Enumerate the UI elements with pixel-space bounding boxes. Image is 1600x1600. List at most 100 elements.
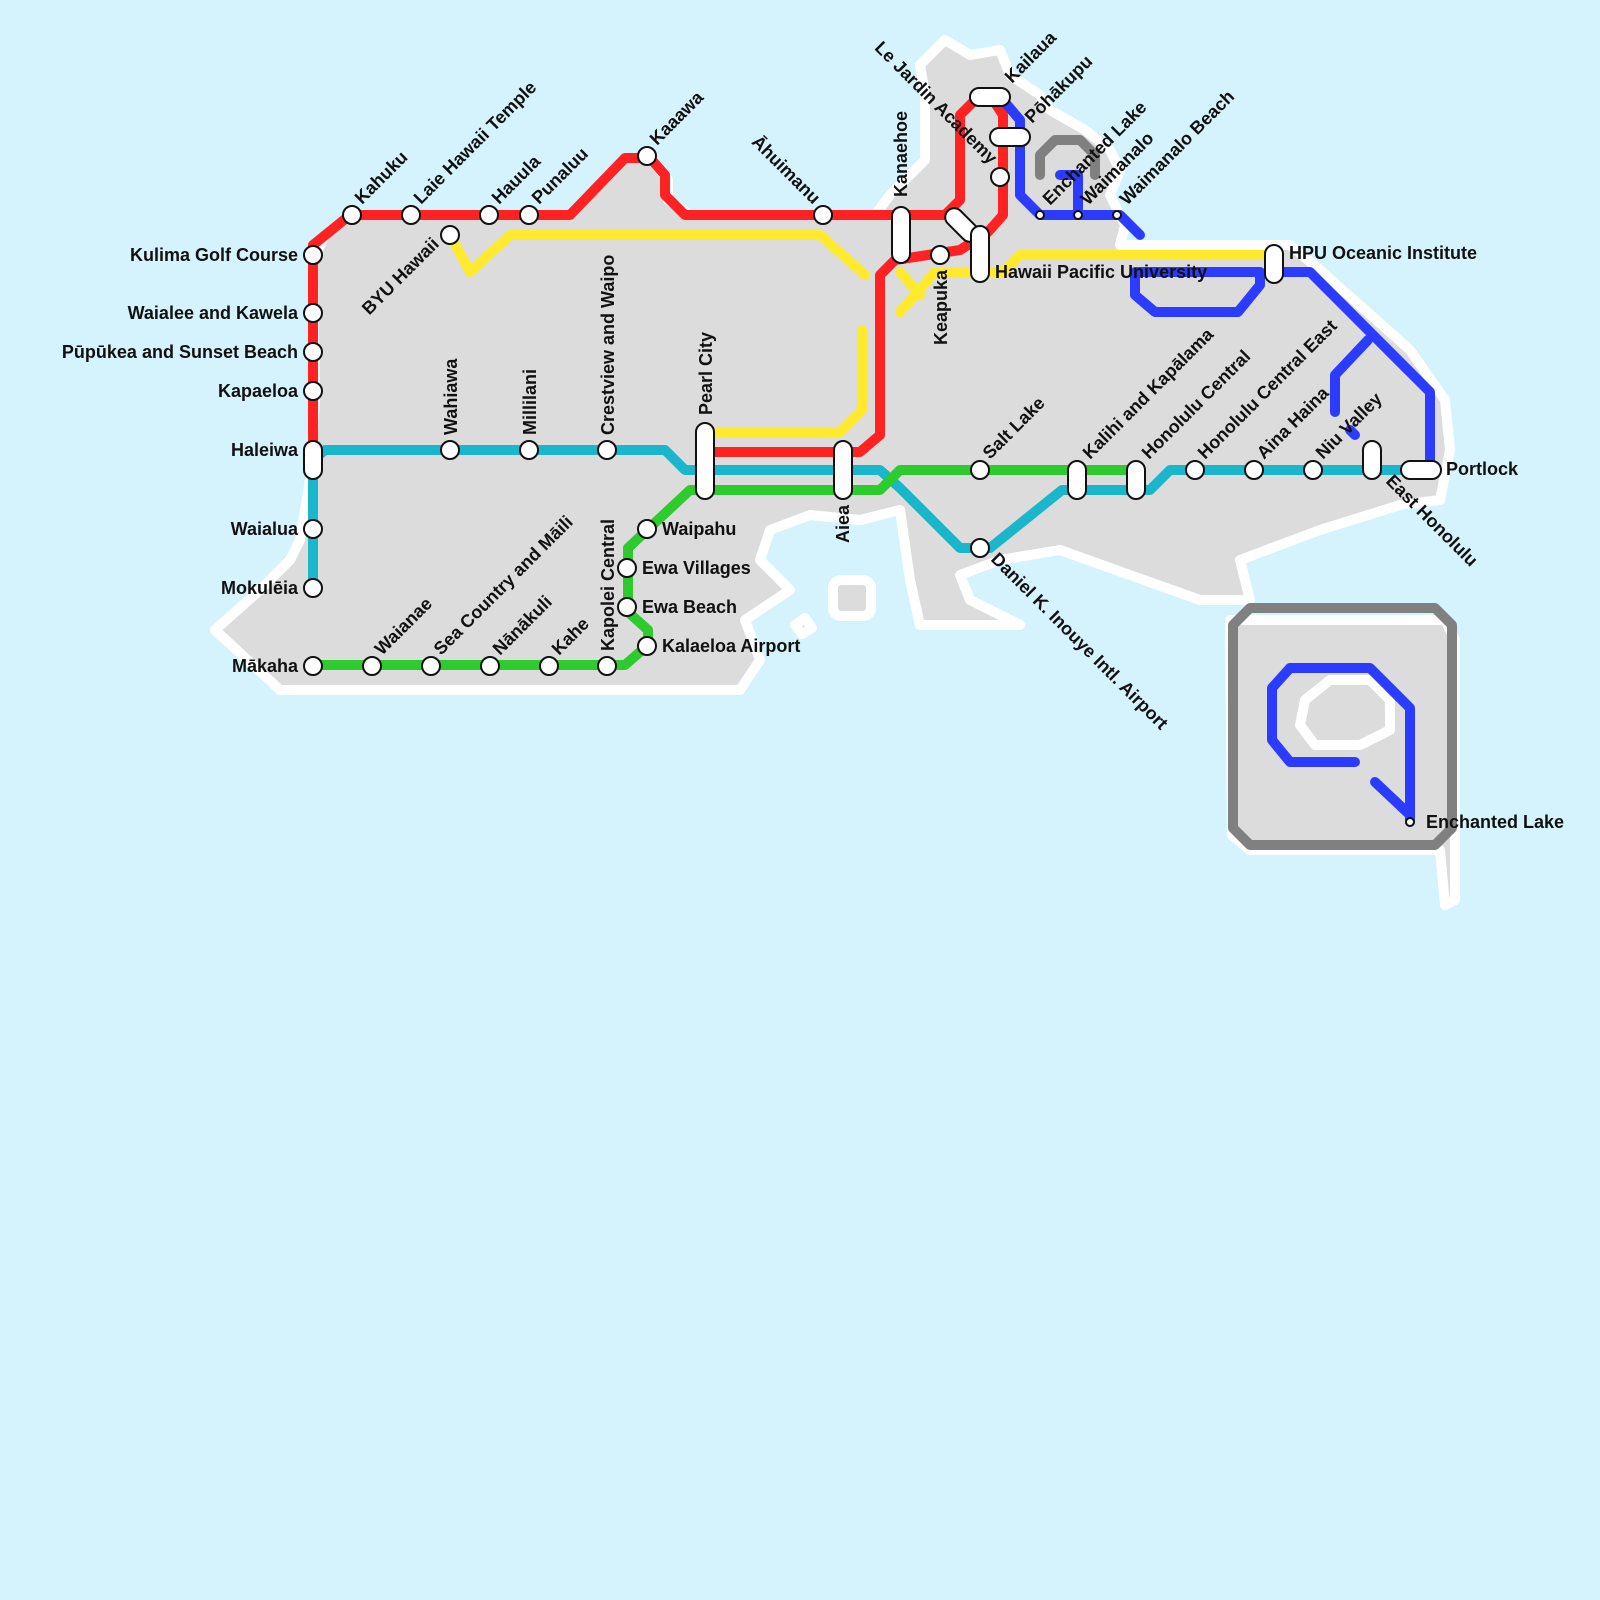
station-markers bbox=[303, 87, 1442, 827]
station-kalaeloa[interactable] bbox=[637, 636, 657, 656]
gray-lines bbox=[1035, 135, 1457, 850]
label-kahuku: Kahuku bbox=[351, 147, 412, 208]
station-honolulu-central[interactable] bbox=[1126, 460, 1146, 500]
station-pearl-city[interactable] bbox=[695, 422, 715, 500]
blue-lines bbox=[998, 95, 1435, 827]
blue-line-dot bbox=[1345, 425, 1360, 440]
label-enchanted-lake-inset: Enchanted Lake bbox=[1426, 812, 1564, 832]
blue-line bbox=[998, 95, 1145, 240]
island-small bbox=[828, 575, 876, 621]
label-keapuka: Keapuka bbox=[931, 269, 951, 345]
label-waialee: Waialee and Kawela bbox=[128, 303, 299, 323]
station-enchanted-lake[interactable] bbox=[1035, 210, 1045, 220]
blue-line-stub bbox=[1055, 170, 1083, 220]
station-hpu-oceanic[interactable] bbox=[1264, 244, 1284, 284]
label-makaha: Mākaha bbox=[232, 656, 299, 676]
label-kalaeloa: Kalaeloa Airport bbox=[662, 636, 800, 656]
station-airport[interactable] bbox=[970, 538, 990, 558]
station-waimanalo-beach[interactable] bbox=[1112, 210, 1122, 220]
gray-inset-frame bbox=[1228, 603, 1457, 850]
station-mokuleia[interactable] bbox=[303, 578, 323, 598]
station-ewa-beach[interactable] bbox=[617, 597, 637, 617]
yellow-line-spur bbox=[895, 267, 925, 300]
station-kulima[interactable] bbox=[303, 245, 323, 265]
station-waimanalo[interactable] bbox=[1073, 210, 1083, 220]
station-punaluu[interactable] bbox=[519, 205, 539, 225]
label-hawaii-pacific: Hawaii Pacific University bbox=[995, 262, 1207, 282]
station-hawaii-pacific[interactable] bbox=[970, 225, 990, 283]
station-kalihi[interactable] bbox=[1067, 460, 1087, 500]
label-kanaehoe: Kanaehoe bbox=[891, 111, 911, 197]
station-aiea[interactable] bbox=[833, 440, 853, 500]
land-layer bbox=[210, 35, 1460, 910]
label-kapolei: Kapolei Central bbox=[598, 519, 618, 651]
station-honolulu-central-east[interactable] bbox=[1185, 460, 1205, 480]
station-nanakuli[interactable] bbox=[480, 656, 500, 676]
label-hpu-oceanic: HPU Oceanic Institute bbox=[1289, 243, 1477, 263]
label-kapaeloa: Kapaeloa bbox=[218, 381, 299, 401]
station-waialee[interactable] bbox=[303, 303, 323, 323]
station-wahiawa[interactable] bbox=[440, 440, 460, 460]
blue-inset-line bbox=[1267, 663, 1415, 827]
station-pupukea[interactable] bbox=[303, 342, 323, 362]
yellow-lines bbox=[445, 230, 1280, 437]
station-kailaua[interactable] bbox=[969, 87, 1011, 107]
station-pohakupu[interactable] bbox=[989, 127, 1031, 147]
station-enchanted-lake-inset[interactable] bbox=[1405, 817, 1415, 827]
label-wahiawa: Wahiawa bbox=[441, 358, 461, 435]
station-byu-hawaii[interactable] bbox=[440, 225, 460, 245]
blue-line-loop bbox=[1270, 267, 1435, 475]
station-ahuimanu[interactable] bbox=[813, 205, 833, 225]
station-haleiwa[interactable] bbox=[303, 440, 323, 480]
station-salt-lake[interactable] bbox=[970, 460, 990, 480]
station-crestview[interactable] bbox=[597, 440, 617, 460]
station-kanaehoe[interactable] bbox=[891, 206, 911, 264]
label-waipahu: Waipahu bbox=[662, 519, 736, 539]
label-ewa-beach: Ewa Beach bbox=[642, 597, 737, 617]
yellow-line-east bbox=[895, 250, 1280, 317]
gray-loop bbox=[1035, 135, 1100, 180]
station-aina-haina[interactable] bbox=[1244, 460, 1264, 480]
station-kahuku[interactable] bbox=[342, 205, 362, 225]
station-ewa-villages[interactable] bbox=[617, 558, 637, 578]
station-pohakupu-south[interactable] bbox=[990, 167, 1010, 187]
station-waipahu[interactable] bbox=[637, 519, 657, 539]
label-ahuimanu: Āhuimanu bbox=[748, 131, 824, 207]
station-sea-country[interactable] bbox=[421, 656, 441, 676]
station-keapuka[interactable] bbox=[930, 245, 950, 265]
label-kaaawa: Kaaawa bbox=[646, 87, 708, 149]
label-mokuleia: Mokulēia bbox=[221, 578, 299, 598]
label-pupukea: Pūpūkea and Sunset Beach bbox=[62, 342, 298, 362]
label-haleiwa: Haleiwa bbox=[231, 440, 299, 460]
station-kaaawa[interactable] bbox=[637, 146, 657, 166]
label-waialua: Waialua bbox=[231, 519, 299, 539]
station-kapaeloa[interactable] bbox=[303, 381, 323, 401]
station-portlock[interactable] bbox=[1400, 460, 1442, 480]
label-crestview: Crestview and Waipo bbox=[598, 255, 618, 435]
island-main bbox=[210, 35, 1455, 695]
label-millilani: Millilani bbox=[520, 369, 540, 435]
station-waianae[interactable] bbox=[362, 656, 382, 676]
inset-island bbox=[1295, 675, 1395, 750]
station-millilani[interactable] bbox=[519, 440, 539, 460]
label-portlock: Portlock bbox=[1446, 459, 1519, 479]
label-kailaua: Kailaua bbox=[1001, 27, 1061, 87]
red-line bbox=[308, 95, 1008, 457]
station-hauula[interactable] bbox=[479, 205, 499, 225]
label-aiea: Aiea bbox=[833, 504, 853, 543]
station-kahe[interactable] bbox=[539, 656, 559, 676]
station-waialua[interactable] bbox=[303, 519, 323, 539]
label-ewa-villages: Ewa Villages bbox=[642, 558, 751, 578]
station-east-honolulu[interactable] bbox=[1362, 440, 1382, 480]
label-kulima: Kulima Golf Course bbox=[130, 245, 298, 265]
station-niu-valley[interactable] bbox=[1303, 460, 1323, 480]
islet bbox=[790, 613, 817, 639]
station-kapolei[interactable] bbox=[597, 656, 617, 676]
blue-line-spur bbox=[1330, 335, 1373, 417]
station-makaha[interactable] bbox=[303, 656, 323, 676]
green-line bbox=[308, 465, 1142, 670]
label-pearl-city: Pearl City bbox=[696, 332, 716, 415]
yellow-line-branch bbox=[700, 325, 867, 437]
station-laie[interactable] bbox=[401, 205, 421, 225]
